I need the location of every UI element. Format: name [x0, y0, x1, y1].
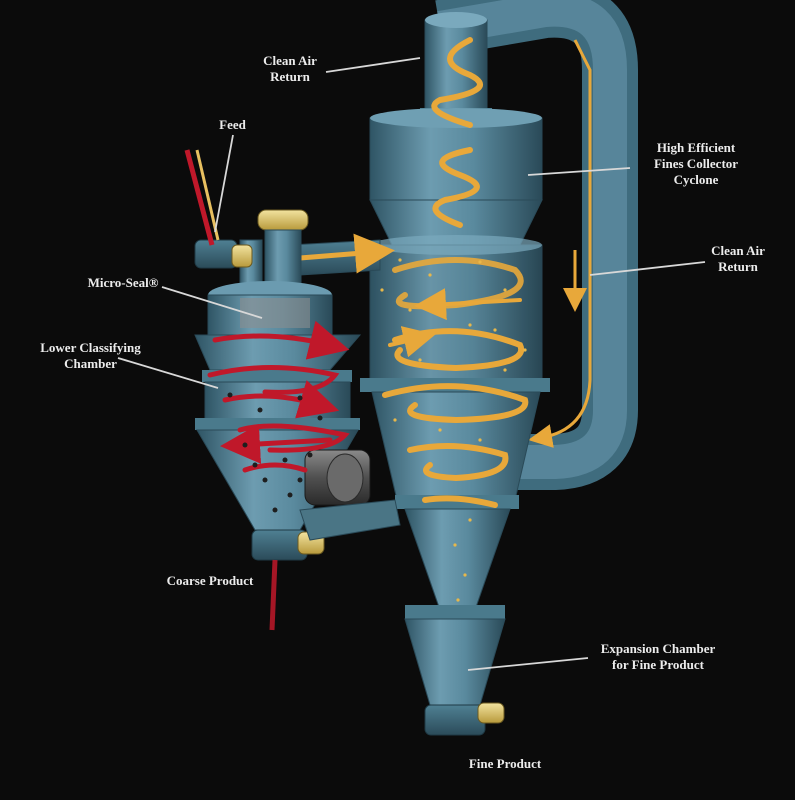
label-feed: Feed [210, 117, 255, 133]
label-line: Coarse Product [166, 573, 254, 588]
label-high-efficient-cyclone: High Efficient Fines Collector Cyclone [636, 140, 756, 188]
label-fine-product: Fine Product [455, 756, 555, 772]
drive-motor [299, 449, 401, 541]
label-line: Return [718, 259, 758, 274]
label-line: Fine Product [468, 756, 542, 771]
coarse-airflow-spiral [207, 320, 350, 473]
fine-product-valve [424, 702, 505, 736]
label-line: for Fine Product [612, 657, 704, 672]
label-line: Clean Air [711, 243, 765, 258]
label-clean-air-return-right: Clean Air Return [703, 243, 773, 275]
label-line: Fines Collector [653, 156, 739, 171]
fine-particles [380, 258, 527, 602]
clean-air-return-duct [435, 0, 638, 490]
label-coarse-product: Coarse Product [155, 573, 265, 589]
label-line: Clean Air [263, 53, 317, 68]
fines-collector-cyclone [360, 108, 550, 611]
label-line: Lower Classifying [40, 340, 141, 355]
label-expansion-chamber: Expansion Chamber for Fine Product [588, 641, 728, 673]
label-lower-classifying-chamber: Lower Classifying Chamber [28, 340, 153, 372]
label-line: Chamber [64, 356, 117, 371]
coarse-product-stream [269, 559, 278, 631]
label-micro-seal: Micro-Seal® [78, 275, 168, 291]
label-line: Return [270, 69, 310, 84]
expansion-chamber [404, 605, 506, 706]
label-clean-air-return-top: Clean Air Return [255, 53, 325, 85]
label-line: Micro-Seal® [87, 275, 159, 290]
label-line: Cyclone [673, 172, 719, 187]
coarse-particles [227, 392, 323, 513]
label-line: Expansion Chamber [600, 641, 716, 656]
label-line: Feed [219, 117, 246, 132]
cross-duct [289, 233, 395, 276]
label-line: High Efficient [656, 140, 736, 155]
leader-lines [117, 57, 706, 671]
feed-stream [184, 149, 220, 246]
